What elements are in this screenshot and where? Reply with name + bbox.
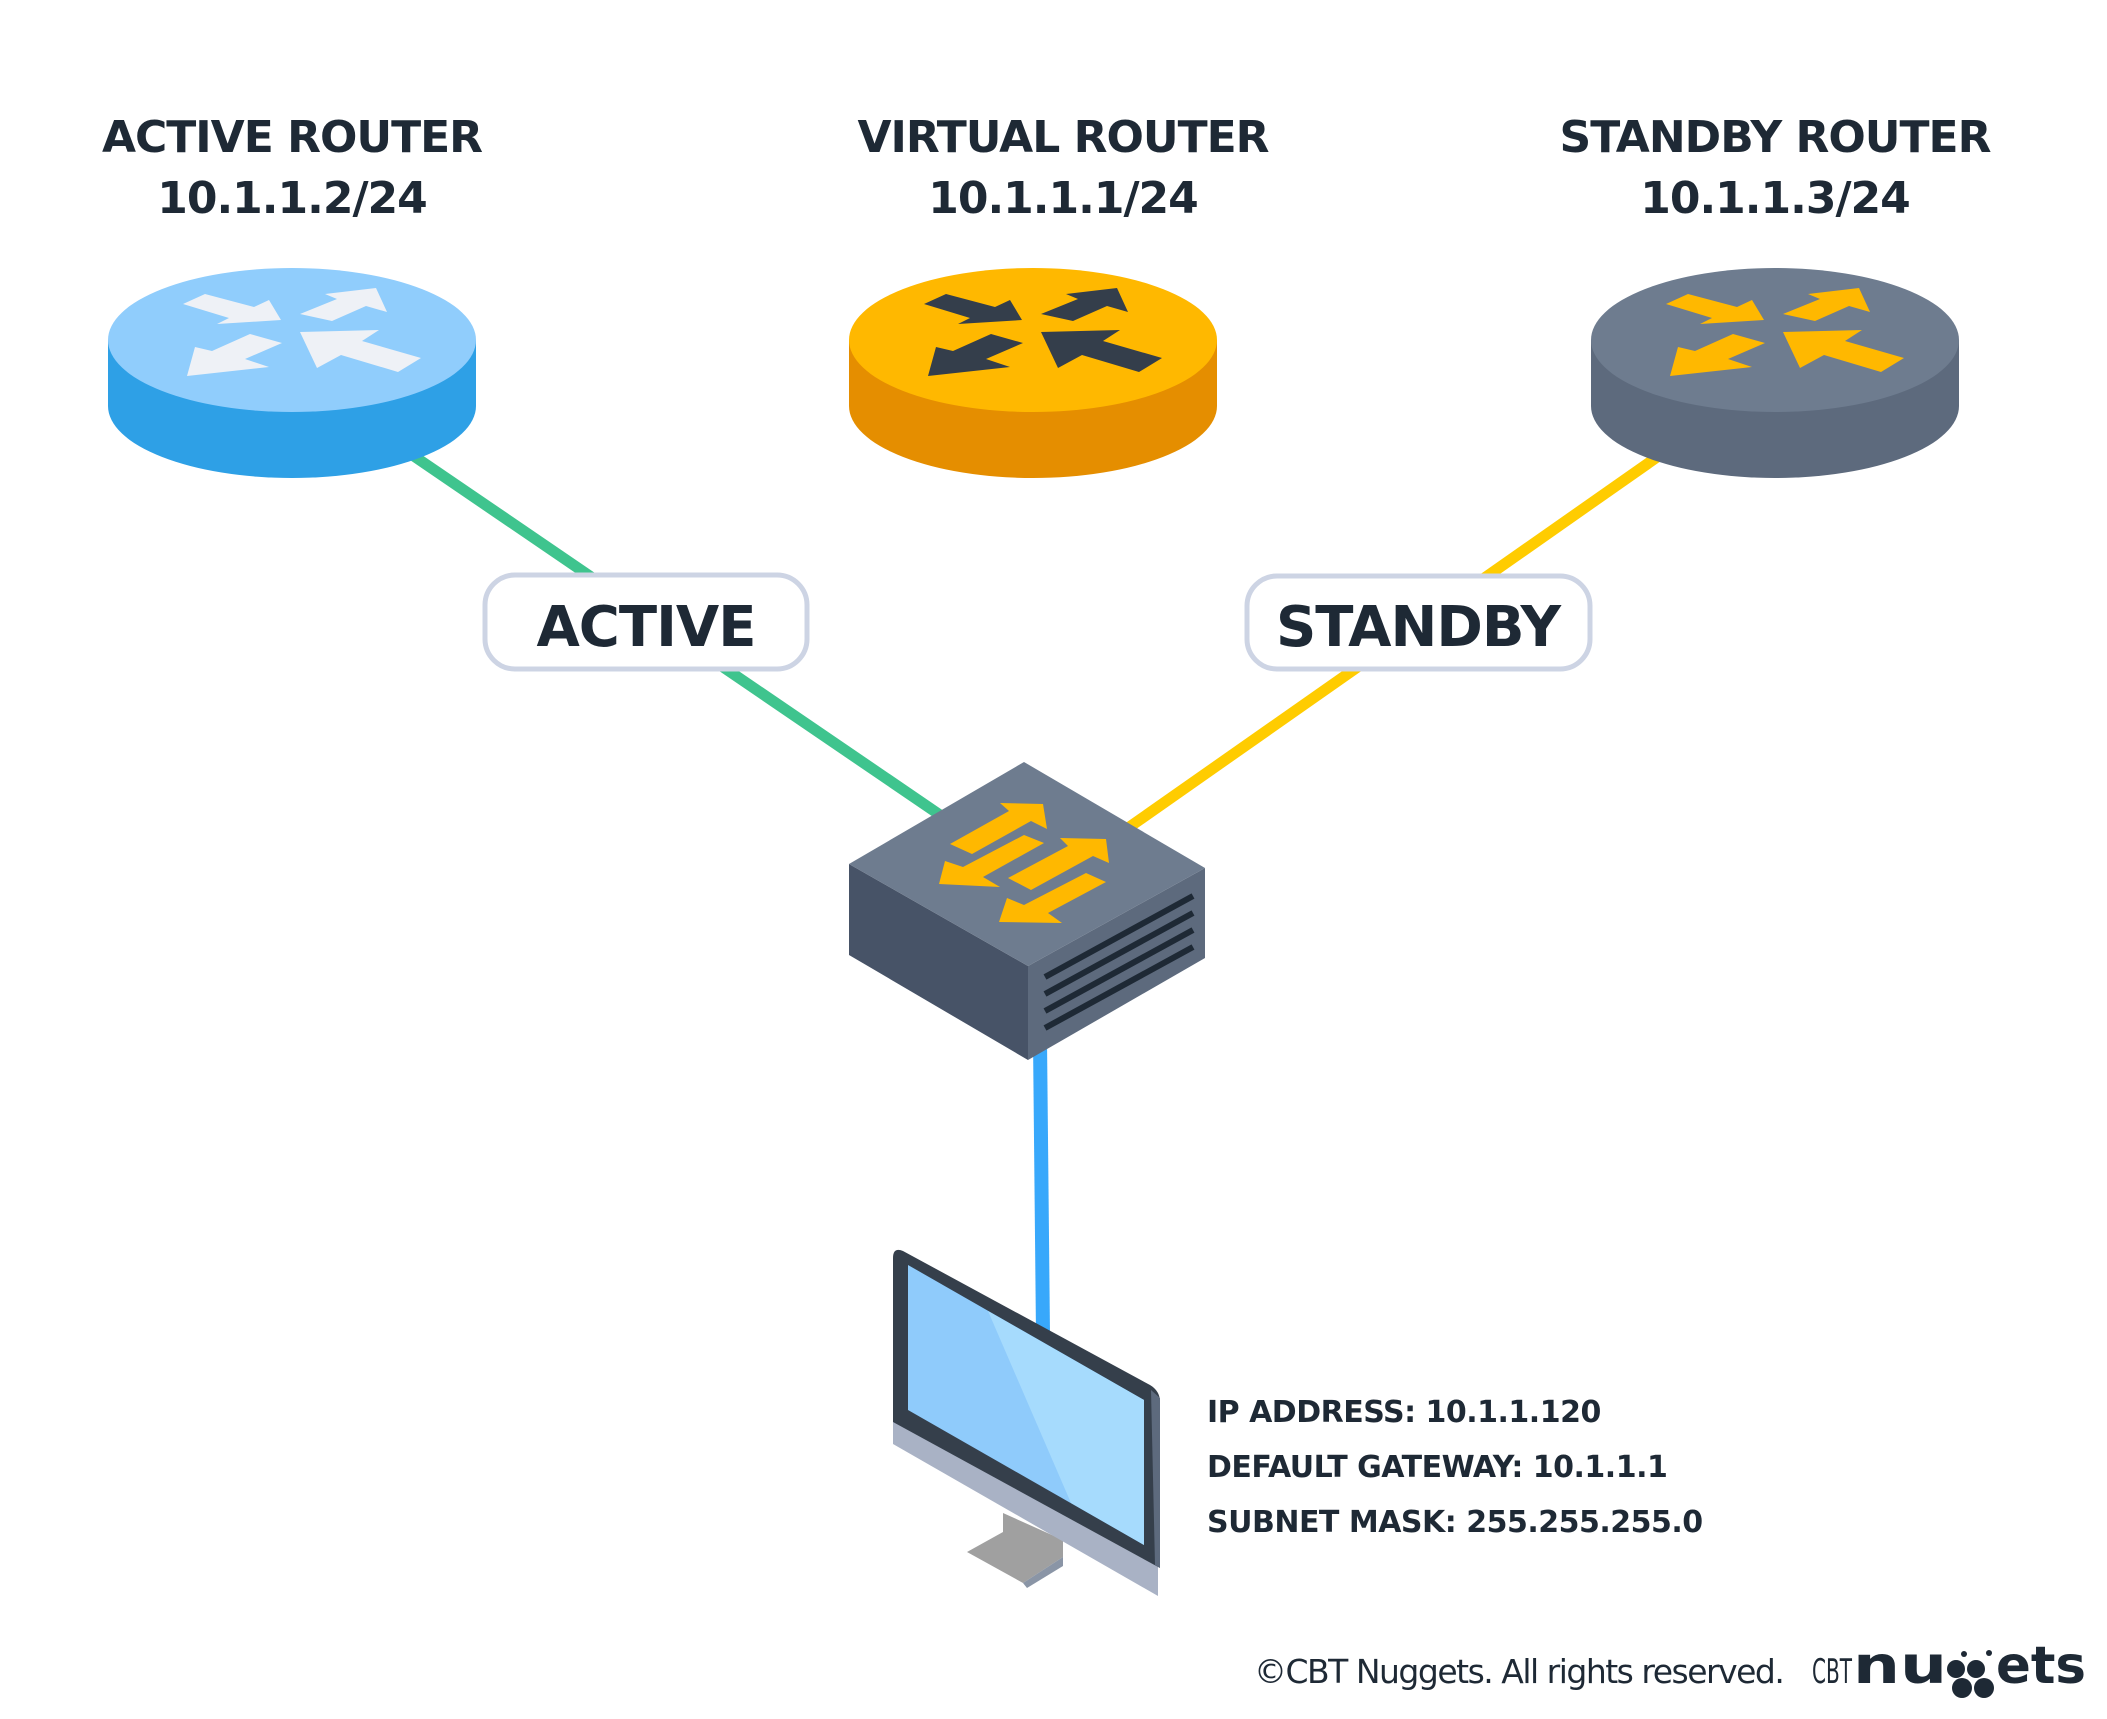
- cbt-nuggets-logo: CBT nu ets: [1812, 1636, 2086, 1698]
- standby-router-ip: 10.1.1.3/24: [1640, 173, 1910, 224]
- standby-link-text: STANDBY: [1276, 595, 1562, 660]
- standby-router-icon: [1591, 268, 1959, 478]
- active-router-label: ACTIVE ROUTER 10.1.1.2/24: [102, 112, 483, 224]
- host-ip-address: IP ADDRESS: 10.1.1.120: [1207, 1395, 1601, 1430]
- host-link: [1033, 1039, 1050, 1336]
- logo-prefix: CBT: [1812, 1652, 1852, 1692]
- logo-part1: nu: [1853, 1636, 1947, 1696]
- standby-link-label: STANDBY: [1244, 573, 1593, 672]
- copyright-text: ©CBT Nuggets. All rights reserved.: [1254, 1652, 1783, 1691]
- host-default-gateway: DEFAULT GATEWAY: 10.1.1.1: [1207, 1450, 1667, 1485]
- standby-router-title: STANDBY ROUTER: [1560, 112, 1991, 163]
- host-subnet-mask: SUBNET MASK: 255.255.255.0: [1207, 1505, 1703, 1540]
- active-router-ip: 10.1.1.2/24: [157, 173, 427, 224]
- virtual-router-title: VIRTUAL ROUTER: [857, 112, 1268, 163]
- active-router-title: ACTIVE ROUTER: [102, 112, 482, 163]
- standby-router-label: STANDBY ROUTER 10.1.1.3/24: [1560, 112, 1992, 224]
- host-info: IP ADDRESS: 10.1.1.120 DEFAULT GATEWAY: …: [1207, 1395, 1703, 1540]
- virtual-router-icon: [849, 268, 1217, 478]
- virtual-router-label: VIRTUAL ROUTER 10.1.1.1/24: [857, 112, 1269, 224]
- active-router-icon: [108, 268, 476, 478]
- virtual-router-ip: 10.1.1.1/24: [928, 173, 1198, 224]
- logo-part2: ets: [1996, 1636, 2086, 1696]
- desktop-computer-icon: [893, 1249, 1160, 1596]
- active-link-text: ACTIVE: [536, 595, 755, 660]
- active-link-label: ACTIVE: [482, 572, 810, 672]
- switch-icon: [849, 762, 1205, 1060]
- logo-dots-icon: [1947, 1650, 1994, 1698]
